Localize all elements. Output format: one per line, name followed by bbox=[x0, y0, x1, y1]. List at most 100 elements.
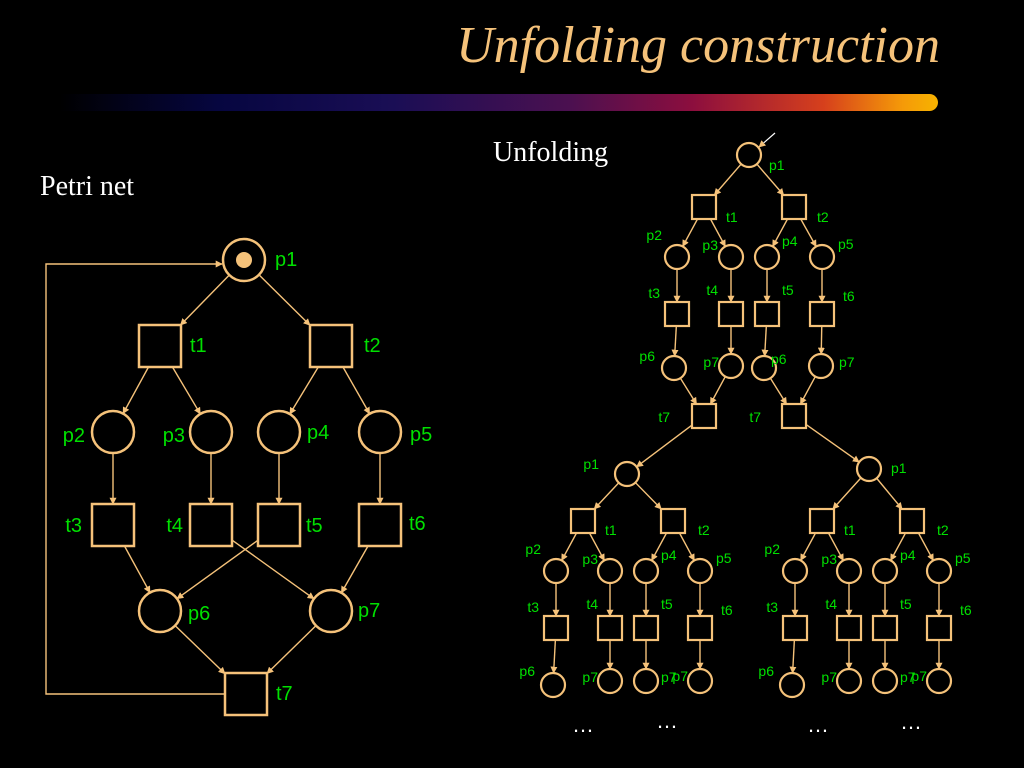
unfold-label-p6: p6 bbox=[639, 348, 655, 364]
label-p4: p4 bbox=[307, 422, 329, 444]
unfold-arc bbox=[634, 482, 662, 510]
arc-t1-p3 bbox=[171, 366, 201, 415]
unfold-label-p5: p5 bbox=[716, 550, 732, 566]
unfold-arc bbox=[709, 376, 726, 405]
unfold-label-p7: p7 bbox=[911, 668, 927, 684]
unfold-arc bbox=[756, 163, 785, 196]
place-p7 bbox=[632, 667, 660, 695]
unfold-arc bbox=[679, 377, 698, 405]
transition-t7 bbox=[780, 402, 808, 430]
place-p3 bbox=[717, 243, 745, 271]
arc-t5-p6 bbox=[176, 539, 259, 600]
label-p5: p5 bbox=[410, 424, 432, 446]
unfold-label-p7: p7 bbox=[703, 354, 719, 370]
transition-t2 bbox=[308, 323, 354, 369]
unfold-label-p7: p7 bbox=[900, 669, 916, 685]
unfold-arc bbox=[713, 163, 742, 196]
unfold-label-t1: t1 bbox=[726, 209, 738, 225]
transition-t5 bbox=[753, 300, 781, 328]
unfold-label-p5: p5 bbox=[955, 550, 971, 566]
label-p7: p7 bbox=[358, 600, 380, 622]
unfold-arc bbox=[678, 532, 695, 562]
arc-t2-p5 bbox=[342, 366, 371, 415]
transition-t4 bbox=[717, 300, 745, 328]
place-p7 bbox=[717, 352, 745, 380]
unfold-label-p1: p1 bbox=[891, 460, 907, 476]
transition-t5 bbox=[256, 502, 302, 548]
unfold-label-t2: t2 bbox=[937, 522, 949, 538]
label-t2: t2 bbox=[364, 335, 381, 357]
unfold-label-p6: p6 bbox=[519, 663, 535, 679]
place-p7 bbox=[835, 667, 863, 695]
unfold-label-p2: p2 bbox=[525, 541, 541, 557]
unfold-arc bbox=[827, 532, 844, 562]
unfold-arc bbox=[789, 639, 797, 674]
place-p4 bbox=[256, 409, 302, 455]
arc-t1-p2 bbox=[122, 366, 150, 415]
unfold-label-p1: p1 bbox=[583, 456, 599, 472]
unfold-arc bbox=[709, 218, 726, 248]
arc-p6-t7 bbox=[174, 625, 226, 675]
continuation-ellipsis: … bbox=[900, 709, 922, 734]
transition-t6 bbox=[808, 300, 836, 328]
unfold-label-t4: t4 bbox=[825, 596, 837, 612]
unfold-label-t6: t6 bbox=[960, 602, 972, 618]
place-p6 bbox=[750, 354, 778, 382]
place-p3 bbox=[596, 557, 624, 585]
unfold-label-t6: t6 bbox=[843, 288, 855, 304]
place-p5 bbox=[686, 557, 714, 585]
unfold-label-t5: t5 bbox=[900, 596, 912, 612]
unfold-label-p1: p1 bbox=[769, 157, 785, 173]
unfold-label-t5: t5 bbox=[782, 282, 794, 298]
unfold-arc bbox=[769, 377, 788, 405]
place-p6 bbox=[137, 588, 183, 634]
unfold-arc bbox=[636, 424, 693, 468]
unfold-label-p2: p2 bbox=[646, 227, 662, 243]
transition-t3 bbox=[663, 300, 691, 328]
unfold-arc bbox=[561, 532, 578, 562]
unfold-label-p4: p4 bbox=[900, 547, 916, 563]
transition-t7 bbox=[690, 402, 718, 430]
transition-t6 bbox=[357, 502, 403, 548]
transition-t3 bbox=[90, 502, 136, 548]
transition-t2 bbox=[898, 507, 926, 535]
title-gradient-bar bbox=[60, 94, 938, 111]
unfold-arc bbox=[593, 482, 620, 510]
unfold-label-t1: t1 bbox=[844, 522, 856, 538]
place-p4 bbox=[871, 557, 899, 585]
petri-net-heading: Petri net bbox=[40, 171, 135, 202]
unfold-label-p7: p7 bbox=[661, 669, 677, 685]
place-p1 bbox=[221, 237, 267, 283]
place-p1 bbox=[735, 141, 763, 169]
place-p2 bbox=[90, 409, 136, 455]
arc-t4-p7 bbox=[231, 539, 315, 600]
unfold-label-p6: p6 bbox=[771, 351, 787, 367]
unfold-label-p7: p7 bbox=[839, 354, 855, 370]
unfold-label-p3: p3 bbox=[702, 237, 718, 253]
transition-t3 bbox=[781, 614, 809, 642]
arc-p1-t1 bbox=[180, 274, 230, 326]
transition-t1 bbox=[137, 323, 183, 369]
place-p6 bbox=[539, 671, 567, 699]
unfold-label-p7: p7 bbox=[821, 669, 837, 685]
continuation-ellipsis: … bbox=[807, 712, 829, 737]
unfold-label-p3: p3 bbox=[582, 551, 598, 567]
place-p3 bbox=[188, 409, 234, 455]
label-t6: t6 bbox=[409, 513, 426, 535]
unfold-label-t4: t4 bbox=[586, 596, 598, 612]
place-p2 bbox=[781, 557, 809, 585]
place-p7 bbox=[925, 667, 953, 695]
unfold-label-t5: t5 bbox=[661, 596, 673, 612]
place-p5 bbox=[808, 243, 836, 271]
unfold-label-p2: p2 bbox=[764, 541, 780, 557]
label-t3: t3 bbox=[65, 515, 82, 537]
transition-t1 bbox=[808, 507, 836, 535]
place-p7 bbox=[807, 352, 835, 380]
place-p7 bbox=[308, 588, 354, 634]
place-p5 bbox=[925, 557, 953, 585]
label-p6: p6 bbox=[188, 603, 210, 625]
place-p7 bbox=[596, 667, 624, 695]
unfold-arc bbox=[805, 423, 860, 463]
unfold-arc bbox=[588, 532, 605, 562]
